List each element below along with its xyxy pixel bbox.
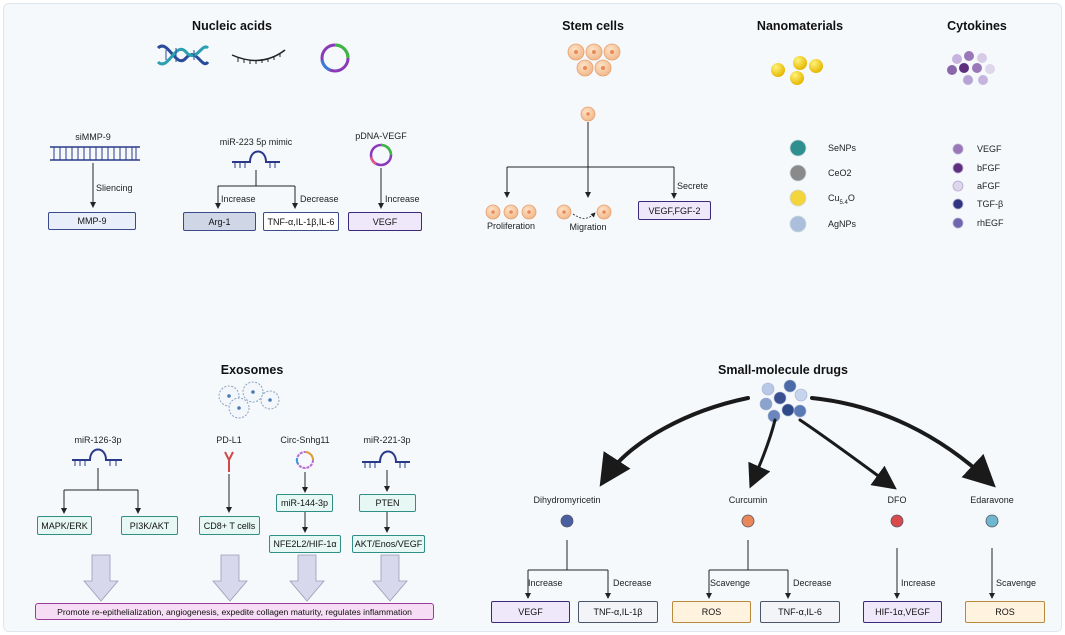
- cytokine-dot-2: [952, 180, 964, 192]
- nano-dot-0: [789, 139, 807, 157]
- curcumin-tnf-il6-node: TNF-α,IL-6: [760, 601, 840, 623]
- secrete-label: Secrete: [677, 181, 709, 191]
- simmp9-duplex-icon: [50, 146, 140, 161]
- drug-dots: [560, 514, 999, 528]
- tnf-il1b-il6-node: TNF-α,IL-1β,IL-6: [263, 212, 339, 231]
- cyto-label-vegf: VEGF: [977, 144, 1002, 154]
- pten-node: PTEN: [359, 494, 416, 512]
- mir126-hairpin-icon: [72, 448, 122, 466]
- drug-dot-1: [741, 514, 755, 528]
- migration-label: Migration: [569, 222, 607, 232]
- plasmid-icon: [320, 43, 350, 73]
- cyto-label-bfgf: bFGF: [977, 163, 1001, 173]
- mir1443p-node: miR-144-3p: [276, 494, 333, 512]
- drug-label-dfo: DFO: [887, 495, 907, 505]
- circ-snhg11-label: Circ-Snhg11: [280, 435, 330, 445]
- mir223-hairpin-icon: [232, 150, 280, 168]
- simmp9-edge-label: Sliencing: [96, 183, 133, 193]
- simmp9-label: siMMP-9: [75, 132, 111, 142]
- drug-curved-arrows: [599, 396, 996, 490]
- mir221-label: miR-221-3p: [363, 435, 411, 445]
- nanomaterial-legend-dots: [789, 139, 807, 233]
- mir223-label: miR-223 5p mimic: [219, 137, 293, 147]
- vegf-node: VEGF: [348, 212, 422, 231]
- mir223-increase-label: Increase: [221, 194, 256, 204]
- nano-dot-1: [789, 164, 807, 182]
- pdna-increase-label: Increase: [385, 194, 420, 204]
- header-cytokines: Cytokines: [947, 19, 1007, 33]
- header-nanomaterials: Nanomaterials: [756, 19, 844, 33]
- akt-enos-vegf-node: AKT/Enos/VEGF: [352, 535, 425, 553]
- header-exosomes: Exosomes: [220, 363, 284, 377]
- nano-label-agnps: AgNPs: [828, 219, 857, 229]
- pdna-vegf-label: pDNA-VEGF: [355, 131, 407, 141]
- dhm-vegf-node: VEGF: [491, 601, 570, 623]
- cd8-t-cells-node: CD8+ T cells: [199, 516, 260, 535]
- cytokine-cluster-icon: [947, 51, 995, 85]
- nano-label-senps: SeNPs: [828, 143, 857, 153]
- cytokine-dot-0: [952, 143, 964, 155]
- nano-label-ceo2: CeO2: [828, 168, 852, 178]
- pi3k-akt-node: PI3K/AKT: [121, 516, 178, 535]
- background-panel: [3, 3, 1062, 632]
- migration-cells-icon: [556, 204, 612, 220]
- mir223-decrease-label: Decrease: [300, 194, 339, 204]
- pdl1-receptor-icon: [224, 451, 234, 472]
- cyto-label-afgf: aFGF: [977, 181, 1001, 191]
- pdna-plasmid-icon: [369, 143, 393, 167]
- proliferation-label: Proliferation: [486, 221, 536, 231]
- dfo-increase-label: Increase: [901, 578, 936, 588]
- nano-dot-2: [789, 189, 807, 207]
- drug-label-dihydromyricetin: Dihydromyricetin: [533, 495, 601, 505]
- cyto-label-tgfb: TGF-β: [977, 199, 1004, 209]
- cytokine-dot-1: [952, 162, 964, 174]
- exosome-outcome-node: Promote re-epithelialization, angiogenes…: [35, 603, 434, 620]
- drug-label-curcumin: Curcumin: [728, 495, 768, 505]
- header-small-molecule-drugs: Small-molecule drugs: [718, 363, 848, 377]
- mir221-hairpin-icon: [362, 450, 410, 468]
- stem-cell-cluster-icon: [567, 43, 621, 77]
- pdl1-label: PD-L1: [216, 435, 242, 445]
- nano-dot-3: [789, 215, 807, 233]
- curcumin-decrease-label: Decrease: [793, 578, 832, 588]
- nano-label-cuo: Cu5.4O: [828, 193, 855, 206]
- cytokine-dot-4: [952, 217, 964, 229]
- nfe2l2-hif1a-node: NFE2L2/HIF-1α: [269, 535, 341, 553]
- dhm-increase-label: Increase: [528, 578, 563, 588]
- single-stem-cell-icon: [580, 106, 596, 122]
- mir126-label: miR-126-3p: [74, 435, 122, 445]
- nanoparticle-cluster-icon: [771, 56, 823, 85]
- arg1-node: Arg-1: [183, 212, 256, 231]
- circrna-icon: [295, 451, 314, 469]
- edaravone-scavenge-label: Scavenge: [996, 578, 1037, 588]
- dhm-tnf-il1b-node: TNF-α,IL-1β: [578, 601, 658, 623]
- drug-label-edaravone: Edaravone: [970, 495, 1014, 505]
- dhm-decrease-label: Decrease: [613, 578, 652, 588]
- drug-molecule-cluster-icon: [759, 379, 808, 423]
- curcumin-ros-node: ROS: [672, 601, 751, 623]
- cyto-label-rhegf: rhEGF: [977, 218, 1004, 228]
- vegf-fgf2-node: VEGF,FGF-2: [638, 201, 711, 220]
- rna-strand-icon: [231, 49, 286, 64]
- drug-dot-3: [985, 514, 999, 528]
- dna-helix-icon: [156, 44, 210, 66]
- header-stem-cells: Stem cells: [562, 19, 624, 33]
- edaravone-ros-node: ROS: [965, 601, 1045, 623]
- header-nucleic-acids: Nucleic acids: [192, 19, 272, 33]
- cytokine-dot-3: [952, 198, 964, 210]
- outcome-block-arrows: [83, 554, 408, 602]
- mmp9-node: MMP-9: [48, 212, 136, 230]
- drug-dot-0: [560, 514, 574, 528]
- mapk-erk-node: MAPK/ERK: [37, 516, 92, 535]
- drug-dot-2: [890, 514, 904, 528]
- cytokine-legend-dots: [952, 143, 964, 229]
- dfo-hif1a-vegf-node: HIF-1α,VEGF: [863, 601, 942, 623]
- curcumin-scavenge-label: Scavenge: [710, 578, 751, 588]
